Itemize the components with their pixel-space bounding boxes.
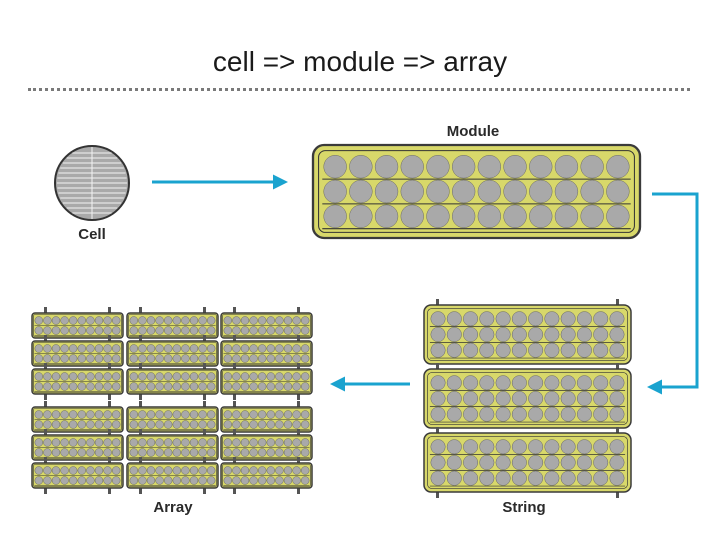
array-label: Array: [153, 499, 193, 516]
array-module: [126, 401, 219, 438]
array-module: [31, 401, 124, 438]
module-graphic: [311, 143, 642, 240]
array-module: [126, 335, 219, 372]
string-graphic: [423, 299, 632, 498]
string-module: [423, 363, 632, 434]
array-module: [31, 429, 124, 466]
cell-graphic: [54, 145, 130, 221]
module-panel: [311, 143, 642, 240]
array-module: [220, 429, 313, 466]
arrow-module-to-string: [647, 192, 699, 395]
array-module: [220, 363, 313, 400]
module-label: Module: [447, 123, 500, 140]
array-graphic: [31, 307, 313, 494]
array-module: [220, 307, 313, 344]
array-module: [31, 307, 124, 344]
array-module: [126, 363, 219, 400]
array-module: [220, 457, 313, 494]
array-module: [220, 401, 313, 438]
array-module: [31, 363, 124, 400]
title-divider: [28, 88, 690, 91]
string-label: String: [502, 499, 545, 516]
string-module: [423, 427, 632, 498]
string-module: [423, 299, 632, 370]
array-module: [220, 335, 313, 372]
array-module: [126, 457, 219, 494]
array-module: [126, 307, 219, 344]
array-module: [126, 429, 219, 466]
slide-title: cell => module => array: [212, 46, 508, 77]
array-module: [31, 335, 124, 372]
array-module: [31, 457, 124, 494]
cell-label: Cell: [78, 226, 106, 243]
